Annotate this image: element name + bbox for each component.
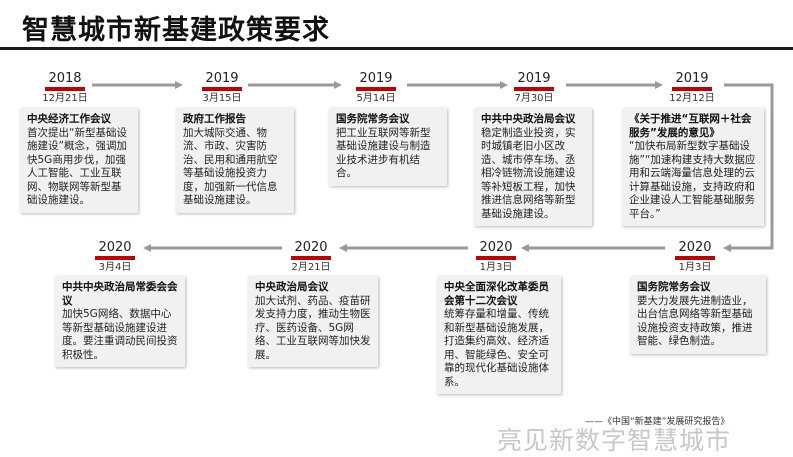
node-date: 12月12日 — [669, 93, 715, 104]
node-year: 2020 — [678, 240, 712, 255]
node-date: 1月3日 — [678, 262, 712, 273]
node-date: 12月21日 — [42, 93, 88, 104]
title-divider — [0, 47, 793, 50]
policy-card: 政府工作报告 加大城际交通、物流、市政、灾害防治、民用和通用航空等基础设施投资力… — [176, 108, 294, 213]
timeline-node: 2018 12月21日 — [35, 71, 95, 105]
card-body: “加快布局新型数字基础设施”“加速构建支持大数据应用和云端海量信息处理的云计算基… — [629, 140, 756, 220]
node-year: 2019 — [675, 71, 709, 86]
policy-card: 中央经济工作会议 首次提出“新型基础设施建设”概念，强调加快5G商用步伐，加强人… — [20, 108, 138, 213]
page-title: 智慧城市新基建政策要求 — [22, 15, 330, 46]
card-heading: 中央政治局会议 — [255, 281, 329, 293]
node-marker — [95, 256, 135, 260]
card-heading: 中央全面深化改革委员会第十二次会议 — [444, 281, 549, 307]
node-year: 2020 — [98, 240, 132, 255]
policy-card: 中央全面深化改革委员会第十二次会议 统筹存量和增量、传统和新型基础设施发展，打造… — [437, 276, 561, 394]
policy-card: 中央政治局会议 加大试剂、药品、疫苗研发支持力度，推动生物医疗、医药设备、5G网… — [248, 276, 378, 367]
timeline-node: 2019 7月30日 — [504, 71, 564, 105]
timeline-node: 2020 1月3日 — [665, 240, 725, 274]
card-body: 把工业互联网等新型基础设施建设与制造业技术进步有机结合。 — [336, 126, 431, 180]
node-marker — [202, 87, 242, 91]
node-marker — [291, 256, 331, 260]
policy-card: 《关于推进“互联网＋社会服务”发展的意见》 “加快布局新型数字基础设施”“加速构… — [622, 108, 764, 226]
node-date: 2月21日 — [291, 262, 331, 273]
policy-card: 中共中央政治局会议 稳定制造业投资，实时城镇老旧小区改造、城市停车场、丞相冷链物… — [474, 108, 592, 226]
timeline-node: 2019 12月12日 — [662, 71, 722, 105]
timeline-node: 2020 2月21日 — [281, 240, 341, 274]
node-date: 1月3日 — [479, 262, 513, 273]
node-marker — [672, 87, 712, 91]
card-body: 加快5G网络、数据中心等新型基础设施建设进度。要注重调动民间投资积极性。 — [62, 308, 178, 361]
card-body: 要大力发展先进制造业，出台信息网络等新型基础设施投资支持政策，推进智能、绿色制造… — [637, 294, 753, 348]
timeline-node: 2019 5月14日 — [346, 71, 406, 105]
card-heading: 《关于推进“互联网＋社会服务”发展的意见》 — [629, 113, 752, 139]
flow-connector — [723, 83, 774, 252]
card-heading: 中央经济工作会议 — [27, 113, 111, 125]
card-body: 加大城际交通、物流、市政、灾害防治、民用和通用航空等基础设施投资力度，加强新一代… — [183, 126, 278, 207]
node-marker — [476, 256, 516, 260]
node-marker — [45, 87, 85, 91]
card-heading: 中共中央政治局会议 — [481, 113, 576, 125]
card-body: 统筹存量和增量、传统和新型基础设施发展，打造集约高效、经济适用、智能绿色、安全可… — [444, 308, 549, 388]
policy-card: 国务院常务会议 把工业互联网等新型基础设施建设与制造业技术进步有机结合。 — [329, 108, 447, 186]
node-marker — [675, 256, 715, 260]
node-marker — [514, 87, 554, 91]
node-year: 2020 — [294, 240, 328, 255]
card-body: 首次提出“新型基础设施建设”概念，强调加快5G商用步伐，加强人工智能、工业互联网… — [27, 126, 127, 207]
node-year: 2019 — [517, 71, 551, 86]
card-heading: 国务院常务会议 — [336, 113, 410, 125]
node-year: 2019 — [205, 71, 239, 86]
node-date: 3月4日 — [98, 262, 132, 273]
node-date: 3月15日 — [202, 93, 242, 104]
card-heading: 政府工作报告 — [183, 113, 246, 125]
card-body: 加大试剂、药品、疫苗研发支持力度，推动生物医疗、医药设备、5G网络、工业互联网等… — [255, 294, 371, 361]
card-heading: 中共中央政治局常委会会议 — [62, 281, 178, 307]
card-body: 稳定制造业投资，实时城镇老旧小区改造、城市停车场、丞相冷链物流设施建设等补短板工… — [481, 126, 576, 220]
timeline-node: 2019 3月15日 — [192, 71, 252, 105]
timeline-node: 2020 3月4日 — [85, 240, 145, 274]
timeline-node: 2020 1月3日 — [466, 240, 526, 274]
watermark-text: 亮见新数字智慧城市 — [497, 426, 732, 455]
node-date: 7月30日 — [514, 93, 554, 104]
card-heading: 国务院常务会议 — [637, 281, 711, 293]
source-citation: ——《中国“新基建”发展研究报告》 — [585, 417, 730, 427]
policy-card: 国务院常务会议 要大力发展先进制造业，出台信息网络等新型基础设施投资支持政策，推… — [630, 276, 766, 354]
node-date: 5月14日 — [356, 93, 396, 104]
node-marker — [356, 87, 396, 91]
policy-card: 中共中央政治局常委会会议 加快5G网络、数据中心等新型基础设施建设进度。要注重调… — [55, 276, 185, 367]
node-year: 2018 — [48, 71, 82, 86]
node-year: 2020 — [479, 240, 513, 255]
node-year: 2019 — [359, 71, 393, 86]
